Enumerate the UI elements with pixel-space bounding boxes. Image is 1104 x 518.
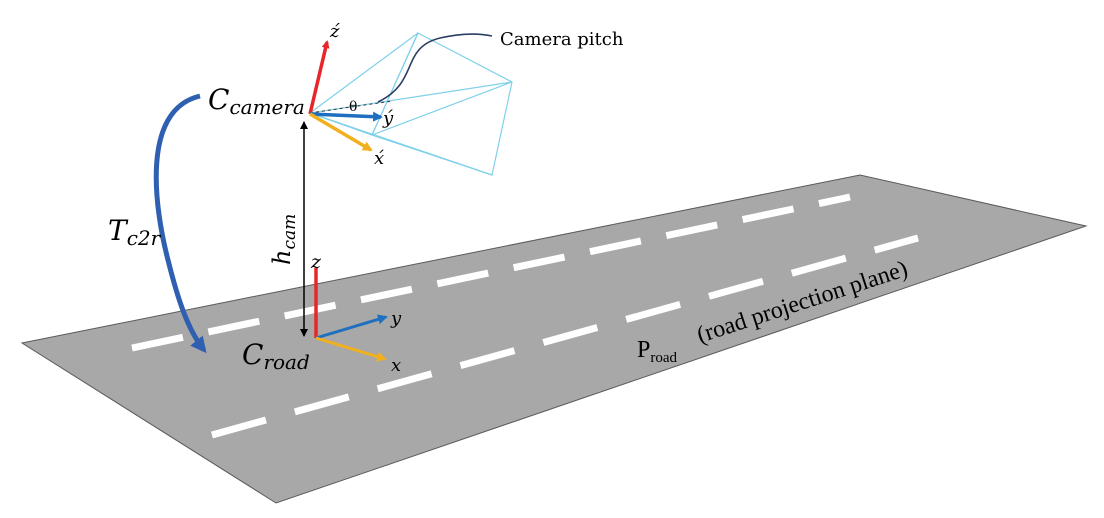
t-c2r-base: T bbox=[108, 214, 129, 247]
road-y-axis bbox=[315, 314, 388, 340]
t-c2r-sub: c2r bbox=[127, 226, 162, 250]
road-y-label: y bbox=[390, 308, 402, 329]
c-road-label: Croad bbox=[242, 338, 310, 374]
camera-z-axis bbox=[308, 40, 330, 115]
camera-x-label: x́ bbox=[374, 148, 385, 169]
road-plane-label: Proad bbox=[637, 337, 678, 366]
pitch-leader-curve bbox=[377, 33, 493, 103]
c-camera-base: C bbox=[208, 83, 229, 116]
camera-frustum-icon bbox=[309, 32, 513, 176]
c-road-sub: road bbox=[263, 350, 309, 374]
road-x-label: x bbox=[391, 355, 401, 376]
camera-pitch-label: Camera pitch bbox=[500, 29, 624, 50]
camera-y-axis bbox=[309, 111, 383, 122]
watermark-text: 知乎 @黄浴 bbox=[902, 454, 1062, 489]
lane-marking-far bbox=[131, 193, 851, 352]
lane-marking-near bbox=[211, 234, 919, 439]
h-cam-label: hcam bbox=[268, 214, 300, 265]
c-camera-label: Ccamera bbox=[208, 83, 305, 119]
pitch-reference-line bbox=[309, 100, 393, 114]
transform-arrow-icon bbox=[153, 93, 207, 354]
road-z-label: z bbox=[310, 251, 322, 273]
camera-y-label: ý bbox=[382, 108, 394, 129]
camera-x-axis bbox=[309, 112, 373, 152]
road-x-axis bbox=[315, 336, 387, 362]
c-camera-sub: camera bbox=[229, 95, 304, 119]
camera-z-label: ź bbox=[329, 21, 340, 42]
theta-label: θ bbox=[349, 99, 357, 115]
plane-sub: road bbox=[650, 350, 677, 366]
t-c2r-label: Tc2r bbox=[108, 214, 162, 250]
h-cam-sub: cam bbox=[280, 214, 300, 250]
plane-base: P bbox=[637, 337, 650, 363]
c-road-base: C bbox=[242, 338, 263, 371]
h-cam-base: h bbox=[268, 250, 296, 265]
